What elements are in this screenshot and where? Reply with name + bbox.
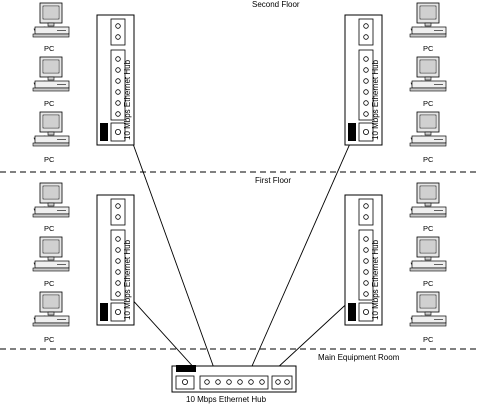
pc-label: PC bbox=[44, 44, 55, 53]
pc-second-right-2 bbox=[409, 56, 447, 92]
pc-first-left-1 bbox=[32, 182, 70, 218]
pc-label: PC bbox=[44, 155, 55, 164]
floor-label-main-room: Main Equipment Room bbox=[318, 353, 400, 362]
pc-second-left-3 bbox=[32, 111, 70, 147]
hub-first-right: 10 Mbps Ethernet Hub bbox=[344, 194, 383, 326]
pc-first-right-3 bbox=[409, 291, 447, 327]
hub-second-left: 10 Mbps Ethernet Hub bbox=[96, 14, 135, 146]
cable-second-left bbox=[118, 104, 220, 383]
pc-first-left-3 bbox=[32, 291, 70, 327]
pc-second-right-3 bbox=[409, 111, 447, 147]
floor-label-second: Second Floor bbox=[252, 0, 300, 9]
pc-second-right-1 bbox=[409, 2, 447, 38]
pc-first-left-2 bbox=[32, 236, 70, 272]
hub-first-left: 10 Mbps Ethernet Hub bbox=[96, 194, 135, 326]
pc-label: PC bbox=[44, 99, 55, 108]
cables bbox=[118, 104, 368, 383]
pc-label: PC bbox=[423, 335, 434, 344]
pc-label: PC bbox=[423, 224, 434, 233]
main-hub-label: 10 Mbps Ethernet Hub bbox=[186, 395, 267, 404]
hub-label: 10 Mbps Ethernet Hub bbox=[123, 239, 132, 320]
hub-label: 10 Mbps Ethernet Hub bbox=[123, 59, 132, 140]
pc-first-right-1 bbox=[409, 182, 447, 218]
pc-label: PC bbox=[44, 224, 55, 233]
hub-label: 10 Mbps Ethernet Hub bbox=[371, 59, 380, 140]
pc-second-left-2 bbox=[32, 56, 70, 92]
pc-label: PC bbox=[423, 44, 434, 53]
cable-second-right bbox=[244, 104, 368, 383]
pc-first-right-2 bbox=[409, 236, 447, 272]
pc-second-left-1 bbox=[32, 2, 70, 38]
floor-label-first: First Floor bbox=[255, 176, 291, 185]
pc-label: PC bbox=[44, 335, 55, 344]
pc-label: PC bbox=[44, 279, 55, 288]
pc-label: PC bbox=[423, 155, 434, 164]
pc-label: PC bbox=[423, 279, 434, 288]
hub-label: 10 Mbps Ethernet Hub bbox=[371, 239, 380, 320]
hub-main bbox=[171, 365, 297, 393]
pc-label: PC bbox=[423, 99, 434, 108]
hub-second-right: 10 Mbps Ethernet Hub bbox=[344, 14, 383, 146]
